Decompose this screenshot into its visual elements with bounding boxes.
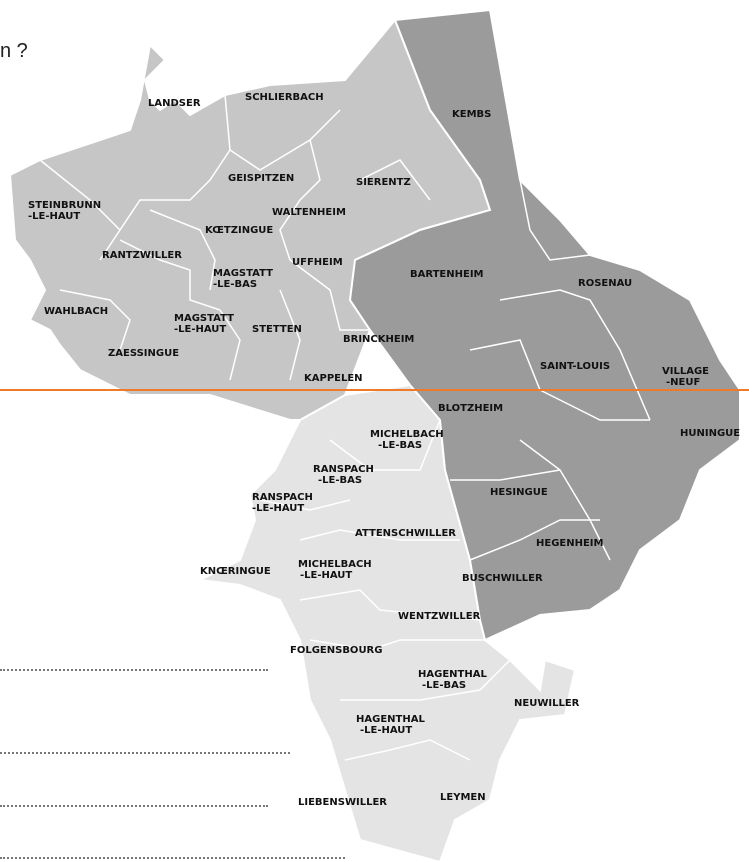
label-schlierbach: SCHLIERBACH: [245, 92, 324, 103]
label-hagenthal-haut-2: -LE-HAUT: [360, 725, 412, 736]
label-huningue: HUNINGUE: [680, 428, 740, 439]
label-blotzheim: BLOTZHEIM: [438, 403, 503, 414]
label-kappelen: KAPPELEN: [304, 373, 363, 384]
label-steinbrunn-1: STEINBRUNN: [28, 200, 101, 211]
label-rantzwiller: RANTZWILLER: [102, 250, 182, 261]
label-koetzingue: KŒTZINGUE: [205, 225, 273, 236]
label-rosenau: ROSENAU: [578, 278, 632, 289]
label-wentzwiller: WENTZWILLER: [398, 611, 481, 622]
label-ranspach-haut-2: -LE-HAUT: [252, 503, 304, 514]
label-kembs: KEMBS: [452, 109, 491, 120]
label-landser: LANDSER: [148, 98, 201, 109]
label-steinbrunn-2: -LE-HAUT: [28, 211, 80, 222]
label-neuwiller: NEUWILLER: [514, 698, 580, 709]
label-knoeringue: KNŒRINGUE: [200, 566, 271, 577]
label-attenschwiller: ATTENSCHWILLER: [355, 528, 456, 539]
question-fragment: n ?: [0, 40, 28, 62]
answer-line-4[interactable]: [0, 857, 345, 859]
label-magstatt-bas-1: MAGSTATT: [213, 268, 273, 279]
label-liebenswiller: LIEBENSWILLER: [298, 797, 387, 808]
label-ranspach-bas-1: RANSPACH: [313, 464, 374, 475]
label-wahlbach: WAHLBACH: [44, 306, 108, 317]
label-brinckheim: BRINCKHEIM: [343, 334, 414, 345]
label-zaessingue: ZAESSINGUE: [108, 348, 179, 359]
label-village-neuf-2: -NEUF: [666, 377, 700, 388]
label-hagenthal-haut-1: HAGENTHAL: [356, 714, 425, 725]
label-leymen: LEYMEN: [440, 792, 486, 803]
commune-borders: [39, 94, 651, 761]
label-stetten: STETTEN: [252, 324, 302, 335]
label-magstatt-bas-2: -LE-BAS: [213, 279, 257, 290]
label-folgensbourg: FOLGENSBOURG: [290, 645, 382, 656]
label-ranspach-haut-1: RANSPACH: [252, 492, 313, 503]
label-ranspach-bas-2: -LE-BAS: [318, 475, 362, 486]
label-magstatt-haut-2: -LE-HAUT: [174, 324, 226, 335]
label-sierentz: SIERENTZ: [356, 177, 411, 188]
answer-line-3[interactable]: [0, 805, 268, 807]
region-east-dark: [348, 8, 741, 642]
label-michelbach-bas-1: MICHELBACH: [370, 429, 444, 440]
label-bartenheim: BARTENHEIM: [410, 269, 484, 280]
label-saint-louis: SAINT-LOUIS: [540, 361, 610, 372]
label-hagenthal-bas-2: -LE-BAS: [422, 680, 466, 691]
answer-line-1[interactable]: [0, 669, 268, 671]
label-hesingue: HESINGUE: [490, 487, 548, 498]
label-hagenthal-bas-1: HAGENTHAL: [418, 669, 487, 680]
label-uffheim: UFFHEIM: [292, 257, 343, 268]
label-michelbach-bas-2: -LE-BAS: [378, 440, 422, 451]
label-michelbach-haut-2: -LE-HAUT: [300, 570, 352, 581]
answer-line-2[interactable]: [0, 752, 290, 754]
label-village-neuf-1: VILLAGE: [662, 366, 709, 377]
label-magstatt-haut-1: MAGSTATT: [174, 313, 234, 324]
label-buschwiller: BUSCHWILLER: [462, 573, 543, 584]
label-hegenheim: HEGENHEIM: [536, 538, 604, 549]
label-waltenheim: WALTENHEIM: [272, 207, 346, 218]
label-michelbach-haut-1: MICHELBACH: [298, 559, 372, 570]
label-geispitzen: GEISPITZEN: [228, 173, 294, 184]
